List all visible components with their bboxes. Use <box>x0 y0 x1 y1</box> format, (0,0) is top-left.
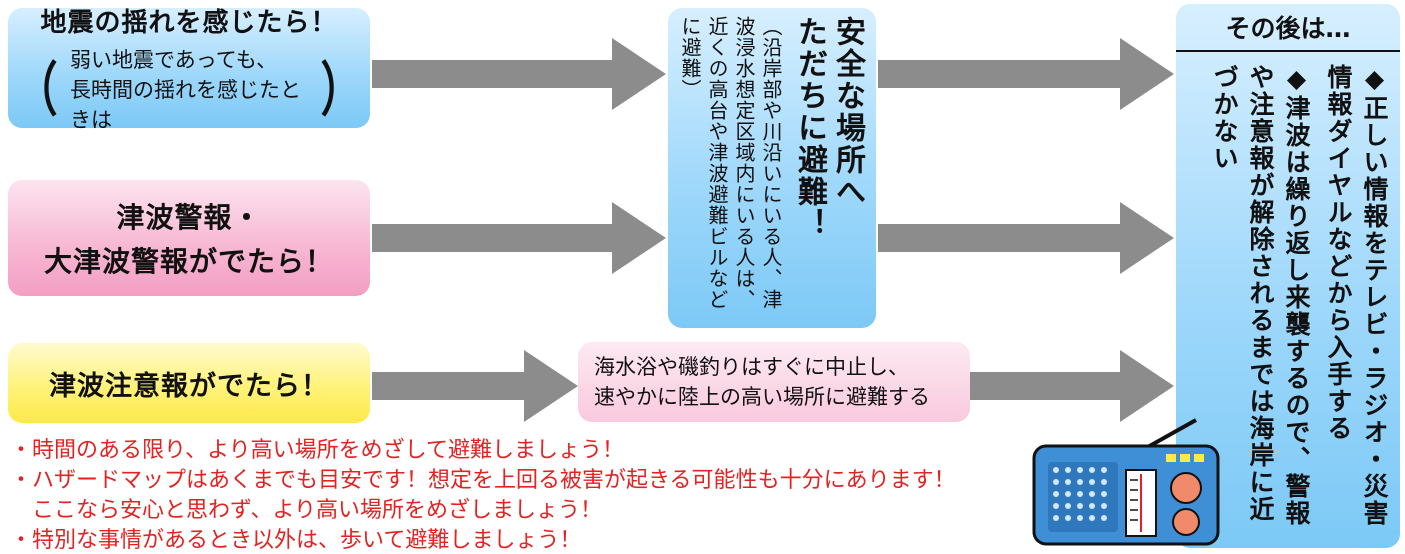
trigger-earthquake-note: （ 弱い地震であっても、 長時間の揺れを感じたときは ） <box>8 45 370 135</box>
paren-close: ） <box>320 55 362 124</box>
trigger-advisory-box: 津波注意報がでたら！ <box>8 343 370 423</box>
safe-place-box: 安全な場所へ ただちに避難！ （沿岸部や川沿いにいる人、津波浸水想定区域内にいる… <box>668 8 876 328</box>
after-item-tsunami: ◆津波は繰り返し来襲するので、警報や注意報が解除されるまでは海岸に近づかない <box>1210 64 1311 527</box>
beach-action-box: 海水浴や磯釣りはすぐに中止し、 速やかに陸上の高い場所に避難する <box>578 342 970 422</box>
safe-place-title-2: ただちに避難！ <box>792 16 827 240</box>
beach-action-line2: 速やかに陸上の高い場所に避難する <box>594 385 930 409</box>
trigger-earthquake-line2: 長時間の揺れを感じたときは <box>70 77 302 132</box>
trigger-earthquake-title: 地震の揺れを感じたら！ <box>40 7 338 38</box>
note-4: ・特別な事情があるとき以外は、歩いて避難しましょう！ <box>10 528 582 553</box>
after-title: その後は… <box>1225 14 1351 43</box>
arrow-warning-to-safe <box>372 202 666 274</box>
arrow-safe-to-after-mid <box>878 202 1174 274</box>
note-3: ここなら安心と思わず、より高い場所をめざしましょう！ <box>10 498 603 523</box>
beach-action-line1: 海水浴や磯釣りはすぐに中止し、 <box>594 355 909 379</box>
arrow-action-to-after <box>970 350 1174 422</box>
radio-icon <box>1032 418 1220 546</box>
arrow-quake-to-safe <box>372 38 666 110</box>
arrow-advisory-to-action <box>372 350 578 422</box>
after-box: その後は… ◆正しい情報をテレビ・ラジオ・災害情報ダイヤルなどから入手する ◆津… <box>1176 4 1400 548</box>
trigger-earthquake-box: 地震の揺れを感じたら！ （ 弱い地震であっても、 長時間の揺れを感じたときは ） <box>8 8 370 132</box>
trigger-earthquake-line1: 弱い地震であっても、 <box>70 47 278 72</box>
safe-place-body: （沿岸部や川沿いにいる人、津波浸水想定区域内にいる人は、近くの高台や津波避難ビル… <box>678 16 783 310</box>
note-1: ・時間のある限り、より高い場所をめざして避難しましょう！ <box>10 438 625 463</box>
arrow-safe-to-after-top <box>878 38 1174 110</box>
safe-place-title-1: 安全な場所へ <box>830 16 865 208</box>
trigger-warning-line1: 津波警報・ <box>116 201 262 234</box>
after-item-info: ◆正しい情報をテレビ・ラジオ・災害情報ダイヤルなどから入手する <box>1324 64 1389 527</box>
trigger-warning-line2: 大津波警報がでたら！ <box>43 245 334 278</box>
trigger-warning-box: 津波警報・ 大津波警報がでたら！ <box>8 180 370 296</box>
note-2: ・ハザードマップはあくまでも目安です！想定を上回る被害が起きる可能性も十分にあり… <box>10 468 956 493</box>
after-divider <box>1176 50 1400 52</box>
paren-open: （ <box>16 55 58 124</box>
trigger-advisory-title: 津波注意報がでたら！ <box>49 370 329 402</box>
